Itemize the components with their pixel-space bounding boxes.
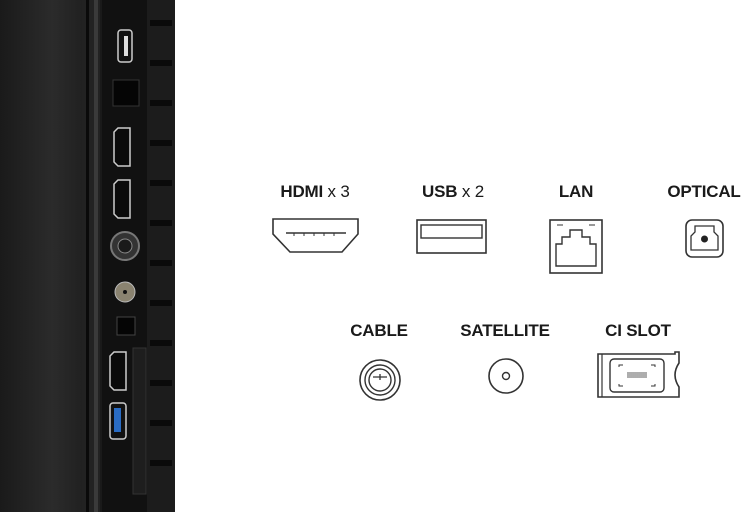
satellite-port-icon — [488, 358, 524, 394]
panel-hdmi-port-icon — [113, 127, 131, 167]
optical-label: OPTICAL — [667, 182, 741, 201]
panel-usb3-port-icon — [109, 402, 127, 440]
lan-port-icon — [549, 219, 603, 274]
satellite-label: SATELLITE — [460, 321, 550, 340]
panel-satellite-port-icon — [114, 281, 136, 303]
usb-count: x 2 — [461, 182, 484, 201]
optical-port-icon — [685, 219, 724, 258]
hdmi-port-icon — [272, 218, 359, 253]
hdmi-name: HDMI — [280, 182, 324, 201]
usb-port-icon — [416, 219, 487, 254]
cable-port-icon — [359, 359, 401, 401]
panel-cable-port-icon — [110, 231, 140, 261]
hdmi-count: x 3 — [327, 182, 350, 201]
panel-hdmi-port-icon — [113, 179, 131, 219]
hdmi-label: HDMI x 3 — [280, 182, 349, 202]
tv-side-panel-photo — [0, 0, 175, 512]
ci-slot-label: CI SLOT — [605, 321, 671, 340]
lan-label: LAN — [558, 182, 594, 201]
panel-optical-port-icon — [116, 316, 136, 336]
panel-hdmi-port-icon — [109, 351, 127, 391]
panel-usb-port-icon — [117, 29, 133, 63]
panel-lan-port-icon — [112, 79, 140, 107]
ci-slot-icon — [597, 351, 680, 398]
usb-label: USB x 2 — [422, 182, 484, 202]
cable-label: CABLE — [350, 321, 408, 340]
usb-name: USB — [422, 182, 458, 201]
